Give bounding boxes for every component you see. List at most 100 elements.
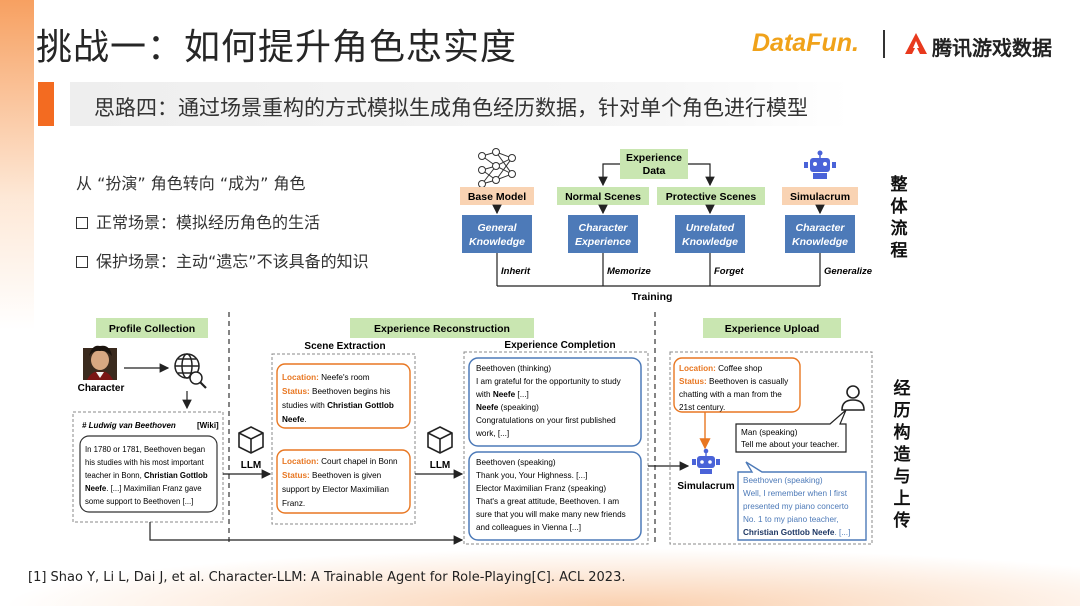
llm-cube-icon bbox=[238, 426, 264, 454]
checkbox-square-icon bbox=[76, 256, 88, 268]
svg-text:Franz.: Franz. bbox=[282, 499, 305, 508]
beethoven-portrait-icon bbox=[83, 345, 117, 380]
column-box-line1: Character bbox=[578, 222, 628, 234]
svg-text:Man (speaking): Man (speaking) bbox=[741, 428, 798, 437]
bullet-item-text: 正常场景：模拟经历角色的生活 bbox=[96, 213, 321, 232]
subtitle-bar bbox=[70, 82, 850, 126]
svg-text:Location: Neefe's room: Location: Neefe's room bbox=[282, 373, 370, 382]
overview-column-protective-scenes: Protective Scenes Unrelated Knowledge bbox=[657, 187, 765, 253]
tencent-games-icon bbox=[905, 33, 927, 54]
svg-text:Well, I remember when I first: Well, I remember when I first bbox=[743, 489, 848, 498]
wiki-title: # Ludwig van Beethoven bbox=[82, 421, 176, 430]
side-label-overall-process: 整体流程 bbox=[890, 175, 908, 261]
svg-text:chatting with a man from the: chatting with a man from the bbox=[679, 390, 782, 399]
column-box-line2: Knowledge bbox=[682, 236, 738, 248]
overview-column-simulacrum: Simulacrum Character Knowledge bbox=[782, 187, 858, 253]
character-label: Character bbox=[78, 383, 125, 394]
svg-text:Experience Reconstruction: Experience Reconstruction bbox=[374, 323, 510, 335]
completion-card-2: Beethoven (speaking) Thank you, Your Hig… bbox=[468, 451, 642, 541]
svg-text:Location: Court chapel in Bonn: Location: Court chapel in Bonn bbox=[282, 457, 398, 466]
simulacrum-label: Simulacrum bbox=[677, 481, 734, 492]
wiki-line: Neefe. [...] Maximilian Franz gave bbox=[85, 484, 202, 493]
overview-column-normal-scenes: Normal Scenes Character Experience bbox=[557, 187, 649, 253]
neural-network-icon bbox=[478, 148, 516, 188]
scene-extraction-label: Scene Extraction bbox=[304, 341, 385, 352]
column-box-line2: Knowledge bbox=[469, 236, 525, 248]
svg-text:presented my piano concerto: presented my piano concerto bbox=[743, 502, 849, 511]
svg-text:No. 1 to my piano teacher,: No. 1 to my piano teacher, bbox=[743, 515, 839, 524]
wiki-line: In 1780 or 1781, Beethoven began bbox=[85, 445, 205, 454]
action-forget: Forget bbox=[714, 266, 744, 277]
stage-profile-collection: Profile Collection bbox=[96, 318, 208, 338]
svg-text:sure that you will make many n: sure that you will make many new friends bbox=[476, 510, 626, 519]
action-generalize: Generalize bbox=[824, 266, 873, 277]
svg-text:Experience Upload: Experience Upload bbox=[725, 323, 820, 335]
bullet-item-text: 保护场景：主动“遗忘”不该具备的知识 bbox=[96, 252, 369, 271]
subtitle-accent bbox=[38, 82, 54, 126]
wiki-tag: [Wiki] bbox=[197, 421, 219, 430]
bullet-item: 保护场景：主动“遗忘”不该具备的知识 bbox=[76, 248, 369, 272]
llm-label: LLM bbox=[430, 460, 451, 471]
bottom-decoration bbox=[0, 548, 1080, 606]
scene-card-2: Location: Court chapel in Bonn Status: B… bbox=[276, 449, 411, 514]
svg-text:Beethoven (thinking): Beethoven (thinking) bbox=[476, 364, 551, 373]
stage-experience-reconstruction: Experience Reconstruction bbox=[350, 318, 534, 338]
action-inherit: Inherit bbox=[501, 266, 531, 277]
column-box-line1: Character bbox=[795, 222, 845, 234]
tencent-games-logo-text: 腾讯游戏数据 bbox=[932, 36, 1052, 60]
svg-text:Elector Maximilian Franz (spea: Elector Maximilian Franz (speaking) bbox=[476, 484, 606, 493]
completion-card-1: Beethoven (thinking) I am grateful for t… bbox=[468, 357, 642, 447]
action-memorize: Memorize bbox=[607, 266, 652, 277]
wiki-line: his studies with his most important bbox=[85, 458, 205, 467]
column-box-line2: Experience bbox=[575, 236, 631, 248]
datafun-logo: DataFun. bbox=[752, 29, 859, 57]
svg-text:Neefe.: Neefe. bbox=[282, 415, 307, 424]
page-title: 挑战一：如何提升角色忠实度 bbox=[36, 27, 518, 68]
svg-text:Neefe (speaking): Neefe (speaking) bbox=[476, 403, 539, 412]
svg-text:with Neefe [...]: with Neefe [...] bbox=[475, 390, 529, 399]
llm-label: LLM bbox=[241, 460, 262, 471]
side-label-experience-construction: 经历构造与上传 bbox=[893, 379, 911, 531]
training-label: Training bbox=[632, 291, 673, 303]
robot-icon bbox=[804, 150, 836, 179]
svg-text:Christian Gottlob Neefe. [...]: Christian Gottlob Neefe. [...] bbox=[743, 528, 850, 537]
experience-data-line1: Experience bbox=[626, 152, 682, 164]
footnote: [1] Shao Y, Li L, Dai J, et al. Characte… bbox=[28, 570, 626, 585]
svg-text:That's a great attitude, Beeth: That's a great attitude, Beethoven. I am bbox=[476, 497, 619, 506]
wiki-line: some support to Beethoven [...] bbox=[85, 497, 193, 506]
column-box-line1: General bbox=[477, 222, 517, 234]
man-speech-bubble: Man (speaking) Tell me about your teache… bbox=[735, 409, 847, 453]
experience-completion-label: Experience Completion bbox=[504, 340, 615, 351]
wiki-line: teacher in Bonn, Christian Gottlob bbox=[85, 471, 208, 480]
svg-text:Status: Beethoven is given: Status: Beethoven is given bbox=[282, 471, 382, 480]
left-edge-decoration bbox=[0, 0, 34, 330]
svg-text:Status: Beethoven begins his: Status: Beethoven begins his bbox=[282, 387, 390, 396]
svg-text:21st century.: 21st century. bbox=[679, 403, 725, 412]
column-header: Simulacrum bbox=[790, 191, 850, 203]
scene-card-1: Location: Neefe's room Status: Beethoven… bbox=[276, 363, 411, 429]
column-header: Normal Scenes bbox=[565, 191, 641, 203]
wiki-profile-card: # Ludwig van Beethoven [Wiki] In 1780 or… bbox=[72, 411, 224, 523]
column-box-line2: Knowledge bbox=[792, 236, 848, 248]
experience-data-box: Experience Data bbox=[620, 149, 688, 179]
checkbox-square-icon bbox=[76, 217, 88, 229]
column-box-line1: Unrelated bbox=[686, 222, 735, 234]
svg-text:Location: Coffee shop: Location: Coffee shop bbox=[679, 364, 763, 373]
bullet-item: 正常场景：模拟经历角色的生活 bbox=[76, 209, 320, 233]
svg-text:Beethoven (speaking): Beethoven (speaking) bbox=[743, 476, 823, 485]
stage-experience-upload: Experience Upload bbox=[703, 318, 841, 338]
svg-text:studies with Christian Gottlob: studies with Christian Gottlob bbox=[282, 401, 394, 410]
column-header: Base Model bbox=[468, 191, 526, 203]
person-icon bbox=[841, 385, 865, 411]
svg-text:work, [...]: work, [...] bbox=[475, 429, 509, 438]
upload-scene-card: Location: Coffee shop Status: Beethoven … bbox=[673, 357, 801, 413]
svg-text:and colleagues in Vienna [...]: and colleagues in Vienna [...] bbox=[476, 523, 581, 532]
experience-data-line2: Data bbox=[643, 165, 666, 177]
svg-text:Profile Collection: Profile Collection bbox=[109, 323, 195, 335]
logo-divider bbox=[883, 30, 885, 58]
svg-text:support by Elector Maximilian: support by Elector Maximilian bbox=[282, 485, 389, 494]
bullet-heading: 从 “扮演” 角色转向 “成为” 角色 bbox=[76, 174, 306, 193]
web-search-icon bbox=[174, 353, 207, 389]
simulacrum-robot-icon bbox=[692, 448, 720, 474]
